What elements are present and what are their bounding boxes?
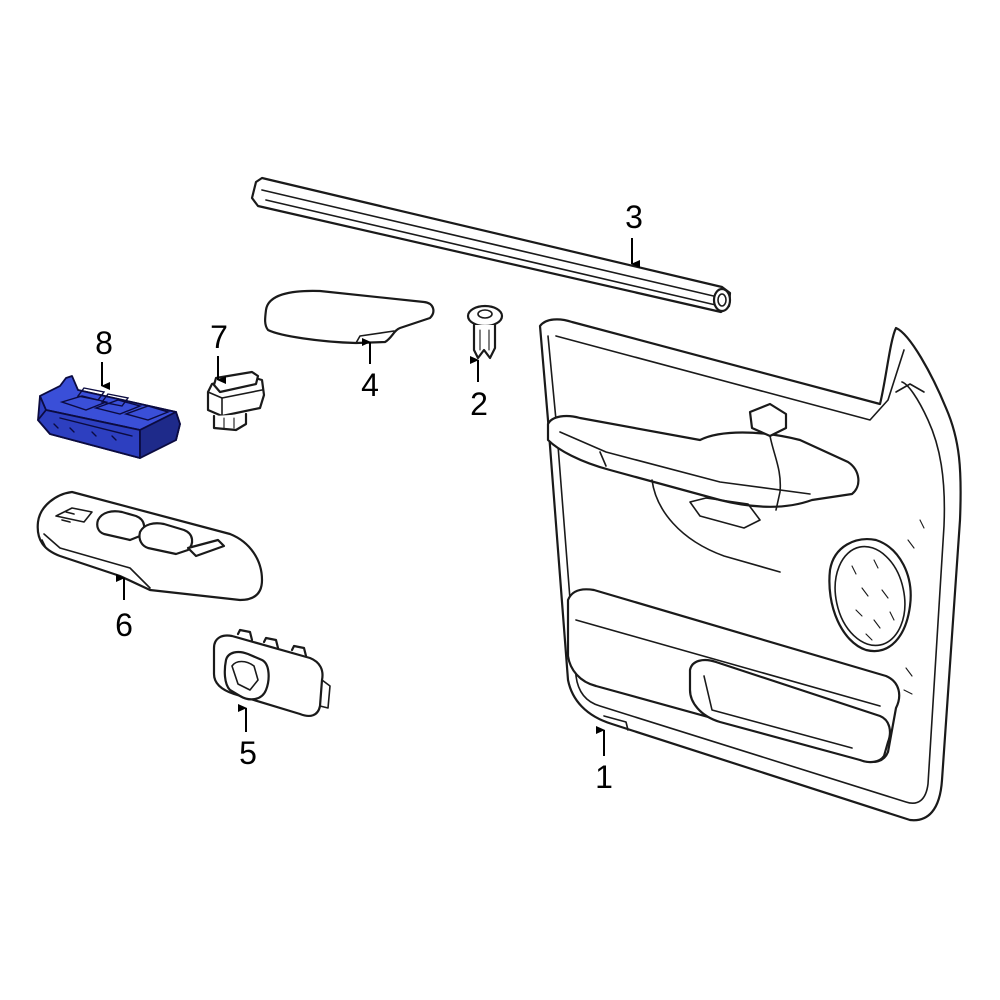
part-5-handle-bezel[interactable] <box>212 628 331 717</box>
callout-3: 3 <box>625 199 643 235</box>
leader-lines <box>101 238 640 756</box>
part-2-push-pin[interactable] <box>466 304 504 360</box>
callout-7: 7 <box>210 319 228 355</box>
callout-1: 1 <box>595 759 613 795</box>
part-1-door-trim-panel[interactable] <box>538 318 962 822</box>
part-3-weatherstrip[interactable] <box>250 176 732 314</box>
callout-2: 2 <box>470 386 488 422</box>
callout-6: 6 <box>115 607 133 643</box>
callout-5: 5 <box>239 735 257 771</box>
part-6-switch-bezel[interactable] <box>36 490 264 602</box>
callout-labels: 1 2 3 4 5 6 7 8 <box>95 199 643 795</box>
part-8-master-window-switch[interactable] <box>37 375 181 459</box>
part-7-switch[interactable] <box>206 370 266 432</box>
callout-8: 8 <box>95 325 113 361</box>
callout-4: 4 <box>361 367 379 403</box>
part-4-armrest-pad[interactable] <box>264 289 435 345</box>
